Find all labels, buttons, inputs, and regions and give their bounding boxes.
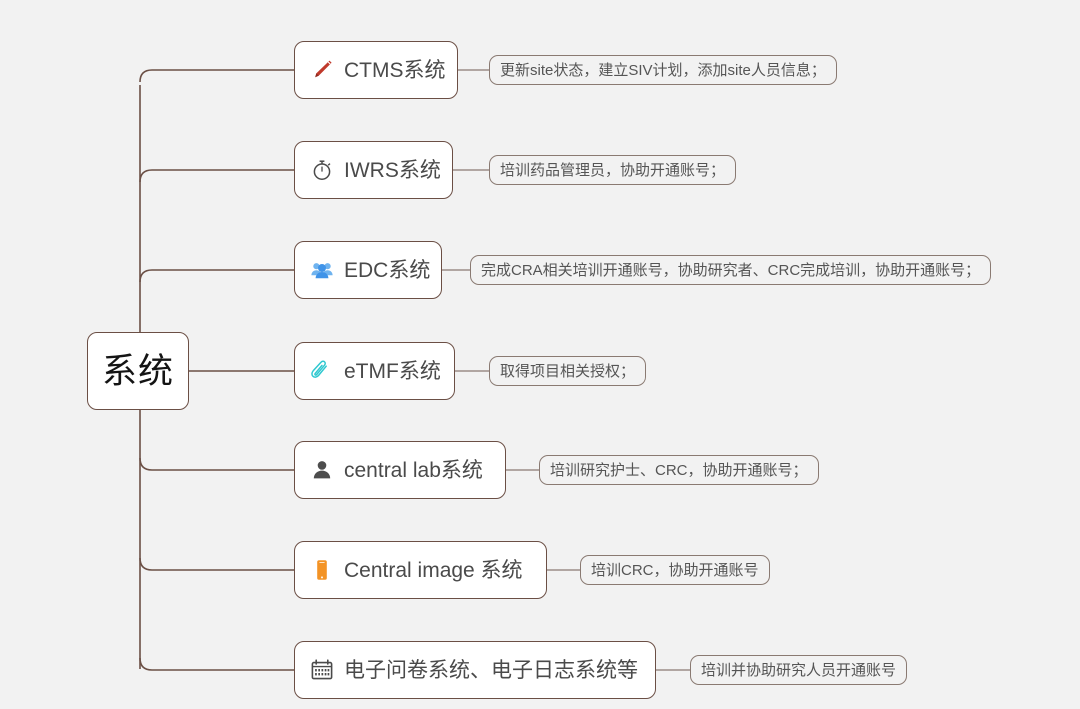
calendar-icon: [309, 657, 335, 683]
topic-node-equestionnaire[interactable]: 电子问卷系统、电子日志系统等: [294, 641, 656, 699]
topic-label: Central image 系统: [344, 558, 523, 582]
topic-node-central-lab[interactable]: central lab系统: [294, 441, 506, 499]
note-label: 培训药品管理员，协助开通账号；: [500, 161, 726, 179]
branch-line-5: [139, 457, 294, 471]
topic-node-edc[interactable]: EDC系统: [294, 241, 442, 299]
branch-line-1: [139, 69, 294, 83]
note-label: 完成CRA相关培训开通账号，协助研究者、CRC完成培训，协助开通账号；: [481, 261, 981, 279]
branch-line-2: [139, 169, 294, 183]
topic-node-etmf[interactable]: eTMF系统: [294, 342, 455, 400]
note-equestionnaire[interactable]: 培训并协助研究人员开通账号: [690, 655, 908, 685]
pencil-icon: [309, 57, 335, 83]
stopwatch-icon: [309, 157, 335, 183]
topic-label: central lab系统: [344, 458, 483, 482]
topic-label: eTMF系统: [344, 359, 441, 383]
topic-label: EDC系统: [344, 258, 431, 282]
topic-label: IWRS系统: [344, 158, 441, 182]
branch-line-7: [139, 657, 294, 671]
note-label: 培训研究护士、CRC，协助开通账号；: [550, 461, 808, 479]
topic-label: 电子问卷系统、电子日志系统等: [344, 658, 638, 682]
topic-node-central-image[interactable]: Central image 系统: [294, 541, 547, 599]
topic-label: CTMS系统: [344, 58, 446, 82]
paperclip-icon: [309, 358, 335, 384]
note-etmf[interactable]: 取得项目相关授权；: [489, 356, 647, 386]
person-icon: [309, 457, 335, 483]
note-label: 取得项目相关授权；: [500, 362, 636, 380]
branch-line-3: [139, 269, 294, 283]
note-label: 培训CRC，协助开通账号: [591, 561, 759, 579]
mobile-phone-icon: [309, 557, 335, 583]
people-group-icon: [309, 257, 335, 283]
note-edc[interactable]: 完成CRA相关培训开通账号，协助研究者、CRC完成培训，协助开通账号；: [470, 255, 992, 285]
topic-node-ctms[interactable]: CTMS系统: [294, 41, 458, 99]
topic-node-iwrs[interactable]: IWRS系统: [294, 141, 453, 199]
branch-line-6: [139, 557, 294, 571]
note-central-image[interactable]: 培训CRC，协助开通账号: [580, 555, 770, 585]
note-iwrs[interactable]: 培训药品管理员，协助开通账号；: [489, 155, 737, 185]
note-ctms[interactable]: 更新site状态，建立SIV计划，添加site人员信息；: [489, 55, 837, 85]
root-node[interactable]: 系统: [87, 332, 189, 410]
root-node-label: 系统: [101, 351, 174, 391]
note-central-lab[interactable]: 培训研究护士、CRC，协助开通账号；: [539, 455, 819, 485]
note-label: 培训并协助研究人员开通账号: [701, 661, 897, 679]
note-label: 更新site状态，建立SIV计划，添加site人员信息；: [500, 61, 826, 79]
